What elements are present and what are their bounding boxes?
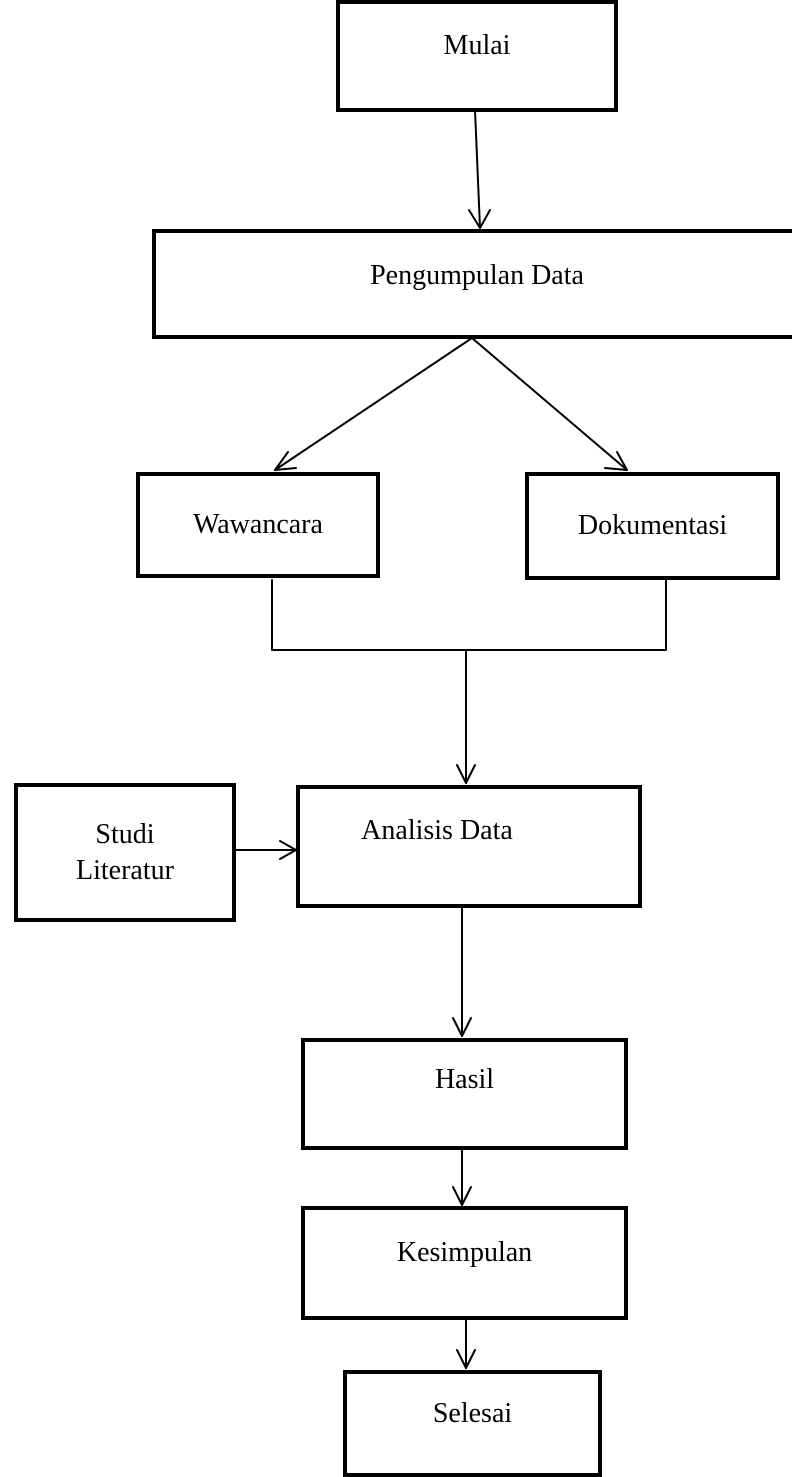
result-box: Hasil [301, 1038, 628, 1150]
arrow-result-to-conclusion [452, 1149, 472, 1206]
literature-study-label-line2: Literatur [76, 854, 174, 886]
conclusion-label: Kesimpulan [396, 1237, 533, 1268]
data-collection-box: Pengumpulan Data [152, 229, 792, 339]
literature-study-label-line1: Studi [95, 818, 155, 850]
result-label: Hasil [434, 1064, 495, 1095]
arrow-conclusion-to-end [456, 1319, 476, 1369]
literature-study-text: Studi Literatur [76, 817, 174, 889]
start-label: Mulai [443, 30, 511, 61]
arrow-start-to-data-collection [468, 109, 491, 229]
documentation-label: Dokumentasi [577, 510, 728, 541]
conclusion-box: Kesimpulan [301, 1206, 628, 1320]
arrow-merge-to-data-analysis [456, 649, 476, 784]
arrow-literature-to-data-analysis [235, 840, 297, 860]
literature-study-box: Studi Literatur [14, 783, 236, 922]
data-analysis-box: Analisis Data [296, 785, 642, 908]
merge-connector [271, 579, 667, 651]
interview-label: Wawancara [193, 509, 323, 540]
data-collection-label: Pengumpulan Data [370, 260, 584, 291]
arrow-data-analysis-to-result [452, 907, 472, 1037]
arrow-data-collection-to-documentation [471, 337, 628, 471]
end-box: Selesai [343, 1370, 602, 1477]
interview-box: Wawancara [136, 472, 380, 578]
start-box: Mulai [336, 0, 618, 112]
end-label: Selesai [432, 1397, 513, 1429]
documentation-box: Dokumentasi [525, 472, 780, 580]
arrow-data-collection-to-interview [274, 337, 473, 471]
data-analysis-label: Analisis Data [361, 814, 513, 846]
